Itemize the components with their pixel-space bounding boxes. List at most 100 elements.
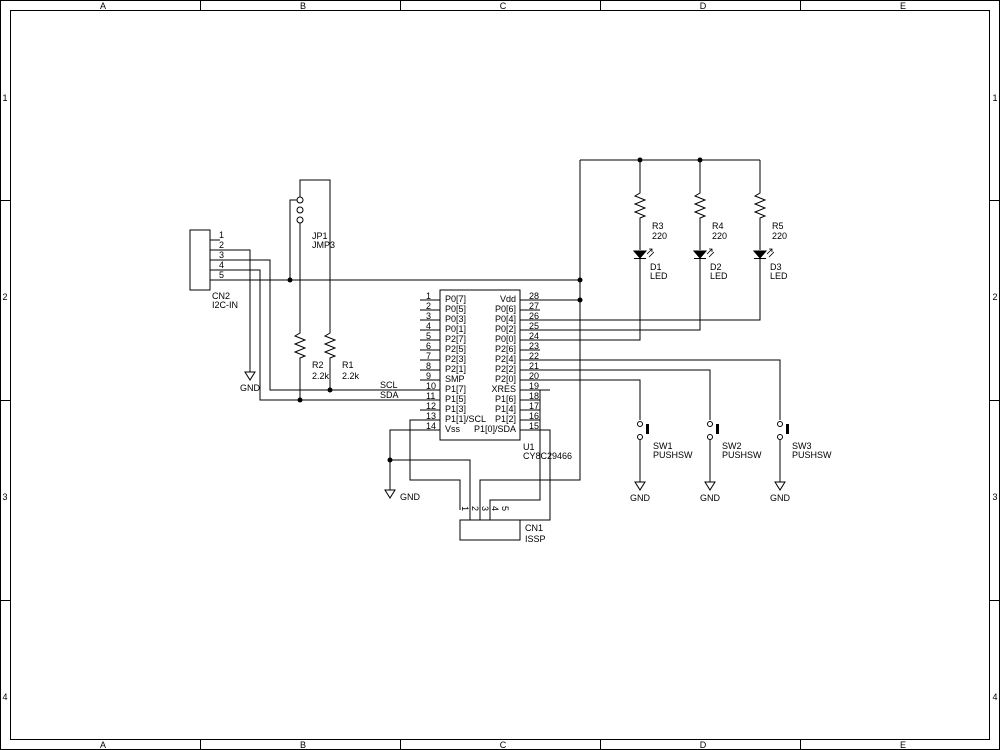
junction-dot [297,397,303,403]
switch-contact [637,421,643,427]
led-light-arrows [646,248,655,258]
u1-pin-number: 6 [426,341,431,351]
u1-pin-number: 25 [529,321,539,331]
switch-sw2: SW2 PUSHSW [707,421,762,460]
col-label-bottom: C [500,740,507,750]
u1-pin-number: 12 [426,401,436,411]
u1-pin-number: 27 [529,301,539,311]
u1-pin-name: P2[1] [445,364,466,374]
u1-pin-name: SMP [445,374,465,384]
switch-contact [777,434,783,440]
jp1-ref: JP1 [312,231,328,241]
row-label-left: 4 [2,692,7,702]
u1-value: CY8C29466 [523,451,572,461]
jp1-jumper: JP1 JMP3 [296,196,335,250]
u1-pin-number: 21 [529,361,539,371]
u1-pin-name: P1[3] [445,404,466,414]
net-label-scl: SCL [380,380,398,390]
d2-value: LED [710,271,728,281]
u1-pin-name: P0[2] [495,324,516,334]
led-diode-triangle [752,250,768,259]
row-label-left: 3 [2,492,7,502]
r2-ref: R2 [312,360,324,370]
ground-icon [384,489,396,499]
gnd-label: GND [630,493,651,503]
switch-contact [707,421,713,427]
resistor-r5: R5 220 [753,190,787,250]
cn2-pin-number: 5 [219,270,224,280]
u1-pin-number: 20 [529,371,539,381]
u1-pin-name: P1[7] [445,384,466,394]
jp1-contact [296,206,304,214]
cn1-pin-number: 5 [500,506,510,511]
u1-pin-number: 22 [529,351,539,361]
row-label-left: 1 [2,93,7,103]
col-label-bottom: E [900,740,906,750]
u1-pin-name: XRES [491,384,516,394]
sw1-value: PUSHSW [653,450,693,460]
led-d2: D2 LED [692,248,728,281]
u1-pin-name: P0[7] [445,294,466,304]
u1-pin-number: 1 [426,291,431,301]
u1-pin-name: P0[5] [445,304,466,314]
col-label-bottom: D [700,740,707,750]
u1-pin-number: 19 [529,381,539,391]
switch-actuator [716,424,719,434]
u1-pin-name: P1[4] [495,404,516,414]
u1-pin-number: 26 [529,311,539,321]
r4-ref: R4 [712,221,724,231]
u1-pin-number: 13 [426,411,436,421]
col-label-top: B [300,1,306,11]
cn2-pin-number: 1 [219,230,224,240]
col-label-top: A [100,1,106,11]
cn1-ref: CN1 [525,523,543,533]
gnd-label: GND [770,493,791,503]
jp1-contact [296,216,304,224]
cn2-pin-number: 4 [219,260,224,270]
u1-pin-name: Vdd [500,294,516,304]
wires [220,159,781,521]
u1-pin-name: P2[0] [495,374,516,384]
u1-right-pins: 28Vdd27P0[6]26P0[4]25P0[2]24P0[0]23P2[6]… [474,291,540,434]
u1-pin-number: 9 [426,371,431,381]
u1-pin-number: 11 [426,391,435,401]
gnd-label: GND [700,493,721,503]
junction-dot [697,157,703,163]
switch-contact [777,421,783,427]
ground-icon [704,481,716,491]
net-label-sda: SDA [380,390,399,400]
gnd-label: GND [240,383,261,393]
d1-ref: D1 [650,262,662,272]
u1-pin-name: P2[5] [445,344,466,354]
col-label-bottom: A [100,740,106,750]
resistor-r4: R4 220 [693,190,727,250]
sw1-ref: SW1 [653,441,673,451]
cn2-connector: 1 2 3 4 5 CN2 I2C-IN [189,229,238,310]
u1-pin-name: P0[6] [495,304,516,314]
d3-ref: D3 [770,262,782,272]
led-light-arrows [766,248,775,258]
u1-pin-name: P0[1] [445,324,466,334]
u1-pin-number: 28 [529,291,539,301]
r1-value: 2.2k [342,371,360,381]
u1-ref: U1 [523,442,535,452]
u1-pin-number: 7 [426,351,431,361]
led-diode-triangle [692,250,708,259]
u1-pin-name: P0[3] [445,314,466,324]
u1-pin-name: P2[7] [445,334,466,344]
cn2-body [189,229,211,291]
junction-dot [387,457,393,463]
gnd-symbol-cn2: GND [240,371,261,393]
u1-pin-name: P1[2] [495,414,516,424]
row-label-right: 2 [992,292,997,302]
row-label-right: 1 [992,93,997,103]
u1-pin-number: 23 [529,341,539,351]
col-label-bottom: B [300,740,306,750]
u1-pin-name: P0[0] [495,334,516,344]
frame-inner [10,10,990,740]
r5-ref: R5 [772,221,784,231]
u1-pin-number: 24 [529,331,539,341]
u1-pin-name: P2[2] [495,364,516,374]
led-d1: D1 LED [632,248,668,281]
col-label-top: E [900,1,906,11]
